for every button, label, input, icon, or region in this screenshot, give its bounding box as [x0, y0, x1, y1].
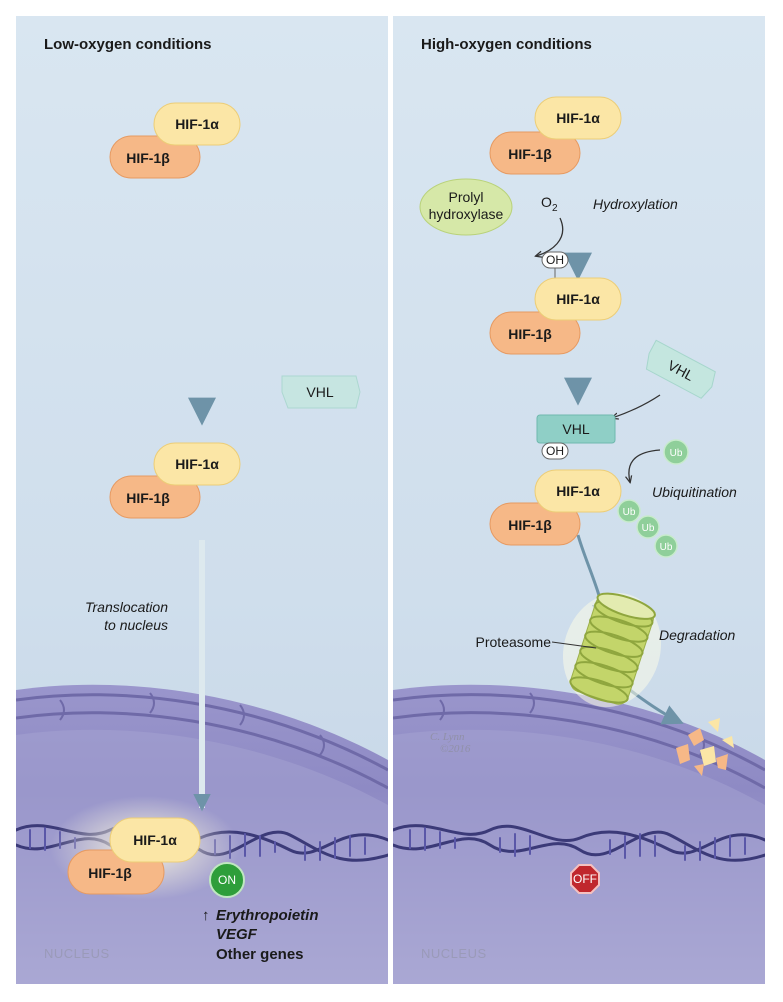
gene-on-signal: ON	[209, 862, 245, 898]
gene-other: Other genes	[216, 946, 304, 963]
on-label: ON	[218, 873, 236, 887]
proteasome-icon	[562, 592, 662, 708]
hydroxylation-label: Hydroxylation	[593, 196, 678, 212]
proteasome-leader-line	[551, 641, 597, 649]
hif1a-label: HIF-1α	[556, 291, 600, 307]
ub-label: Ub	[670, 448, 683, 459]
up-arrow-icon: ↑	[202, 907, 210, 924]
right-panel: OFF HIF-1α HIF-1β Prolyl hydroxylase O 2…	[393, 96, 765, 984]
hif-complex-bound-dna: HIF-1α HIF-1β	[50, 796, 240, 900]
low-oxygen-title: Low-oxygen conditions	[44, 36, 212, 53]
translocation-label-line1: Translocation	[85, 599, 168, 615]
hif-complex-hydroxylated: HIF-1α HIF-1β	[489, 277, 622, 355]
hif1a-label: HIF-1α	[175, 116, 219, 132]
high-oxygen-title: High-oxygen conditions	[421, 36, 592, 53]
target-genes-list: ↑ Erythropoietin VEGF Other genes	[202, 907, 319, 963]
oh-label: OH	[546, 253, 564, 267]
hif-complex-top-left: HIF-1α HIF-1β	[109, 102, 241, 179]
ubiquitination-label: Ubiquitination	[652, 484, 737, 500]
dna-right	[393, 824, 765, 862]
prolyl-hydroxylase-enzyme: Prolyl hydroxylase	[419, 178, 513, 236]
hif1b-label: HIF-1β	[508, 146, 552, 162]
oxygen-symbol: O	[541, 194, 552, 210]
hif1a-label: HIF-1α	[556, 483, 600, 499]
hif1b-label: HIF-1β	[508, 517, 552, 533]
gene-erythropoietin: Erythropoietin	[216, 907, 319, 924]
enzyme-label-line1: Prolyl	[448, 189, 483, 205]
hif-complex-ubiquitinated: HIF-1α HIF-1β	[489, 469, 622, 546]
ub-label: Ub	[660, 542, 673, 553]
artist-signature-year: ©2016	[440, 743, 471, 755]
hif1b-label: HIF-1β	[88, 865, 132, 881]
hif1a-label: HIF-1α	[133, 832, 177, 848]
vhl-label-bound: VHL	[562, 421, 589, 437]
vhl-binding-arrow	[612, 394, 661, 418]
vhl-protein-bound: VHL	[536, 414, 616, 444]
hydroxyl-tag-1: OH	[541, 251, 569, 280]
hif-complex-top-right: HIF-1α HIF-1β	[489, 96, 622, 175]
degraded-fragments	[676, 718, 734, 776]
hif1b-label: HIF-1β	[126, 150, 170, 166]
hif1a-label: HIF-1α	[175, 456, 219, 472]
ubiquitin-free: Ub	[663, 439, 689, 465]
vhl-protein-left: VHL	[281, 375, 361, 409]
oh-label: OH	[546, 444, 564, 458]
hydroxylation-curve-arrow	[536, 217, 564, 256]
hif1a-label: HIF-1α	[556, 110, 600, 126]
ub-label: Ub	[623, 507, 636, 518]
vhl-protein-floating: VHL	[645, 339, 716, 399]
artist-signature: C. Lynn	[430, 731, 465, 743]
vhl-label-left: VHL	[306, 384, 333, 400]
gene-vegf: VEGF	[216, 926, 258, 943]
off-label: OFF	[573, 872, 597, 886]
hydroxyl-tag-2: OH	[541, 442, 569, 460]
degradation-label: Degradation	[659, 627, 735, 643]
hif-complex-middle-left: HIF-1α HIF-1β	[109, 442, 241, 519]
gene-off-signal: OFF	[570, 864, 600, 894]
hif1b-label: HIF-1β	[126, 490, 170, 506]
ub-label: Ub	[642, 523, 655, 534]
ubiquitin-chain: Ub Ub Ub	[617, 499, 678, 558]
nucleus-label-right: NUCLEUS	[421, 946, 487, 961]
hif1b-label: HIF-1β	[508, 326, 552, 342]
oxygen-subscript: 2	[552, 203, 558, 214]
proteasome-label: Proteasome	[476, 634, 552, 650]
enzyme-label-line2: hydroxylase	[429, 206, 504, 222]
nucleus-membrane-right	[393, 684, 765, 984]
left-panel: HIF-1α HIF-1β VHL HIF-1α HIF-1β Transloc…	[16, 102, 388, 984]
nucleus-label-left: NUCLEUS	[44, 946, 110, 961]
translocation-label-line2: to nucleus	[104, 617, 168, 633]
ubiquitination-arrow	[629, 449, 661, 482]
